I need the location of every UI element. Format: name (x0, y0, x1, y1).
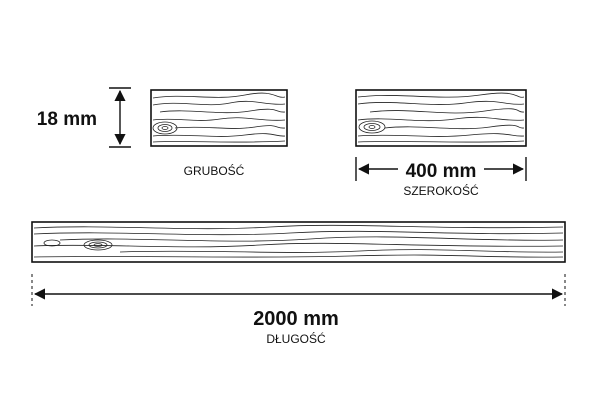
thickness-value: 18 mm (37, 109, 97, 130)
thickness-label: GRUBOŚĆ (184, 163, 245, 178)
wood-grain (152, 92, 286, 143)
length-dimension: 2000 mm (31, 274, 566, 330)
width-label: SZEROKOŚĆ (403, 183, 479, 198)
width-board (355, 89, 527, 147)
length-board (31, 221, 566, 263)
length-label: DŁUGOŚĆ (266, 331, 326, 346)
wood-grain (33, 224, 564, 258)
length-value: 2000 mm (253, 308, 339, 330)
width-dimension: 400 mm (355, 157, 527, 182)
wood-grain (357, 92, 525, 143)
thickness-dimension: 18 mm (37, 87, 131, 148)
thickness-board (150, 89, 288, 147)
width-value: 400 mm (406, 161, 477, 182)
